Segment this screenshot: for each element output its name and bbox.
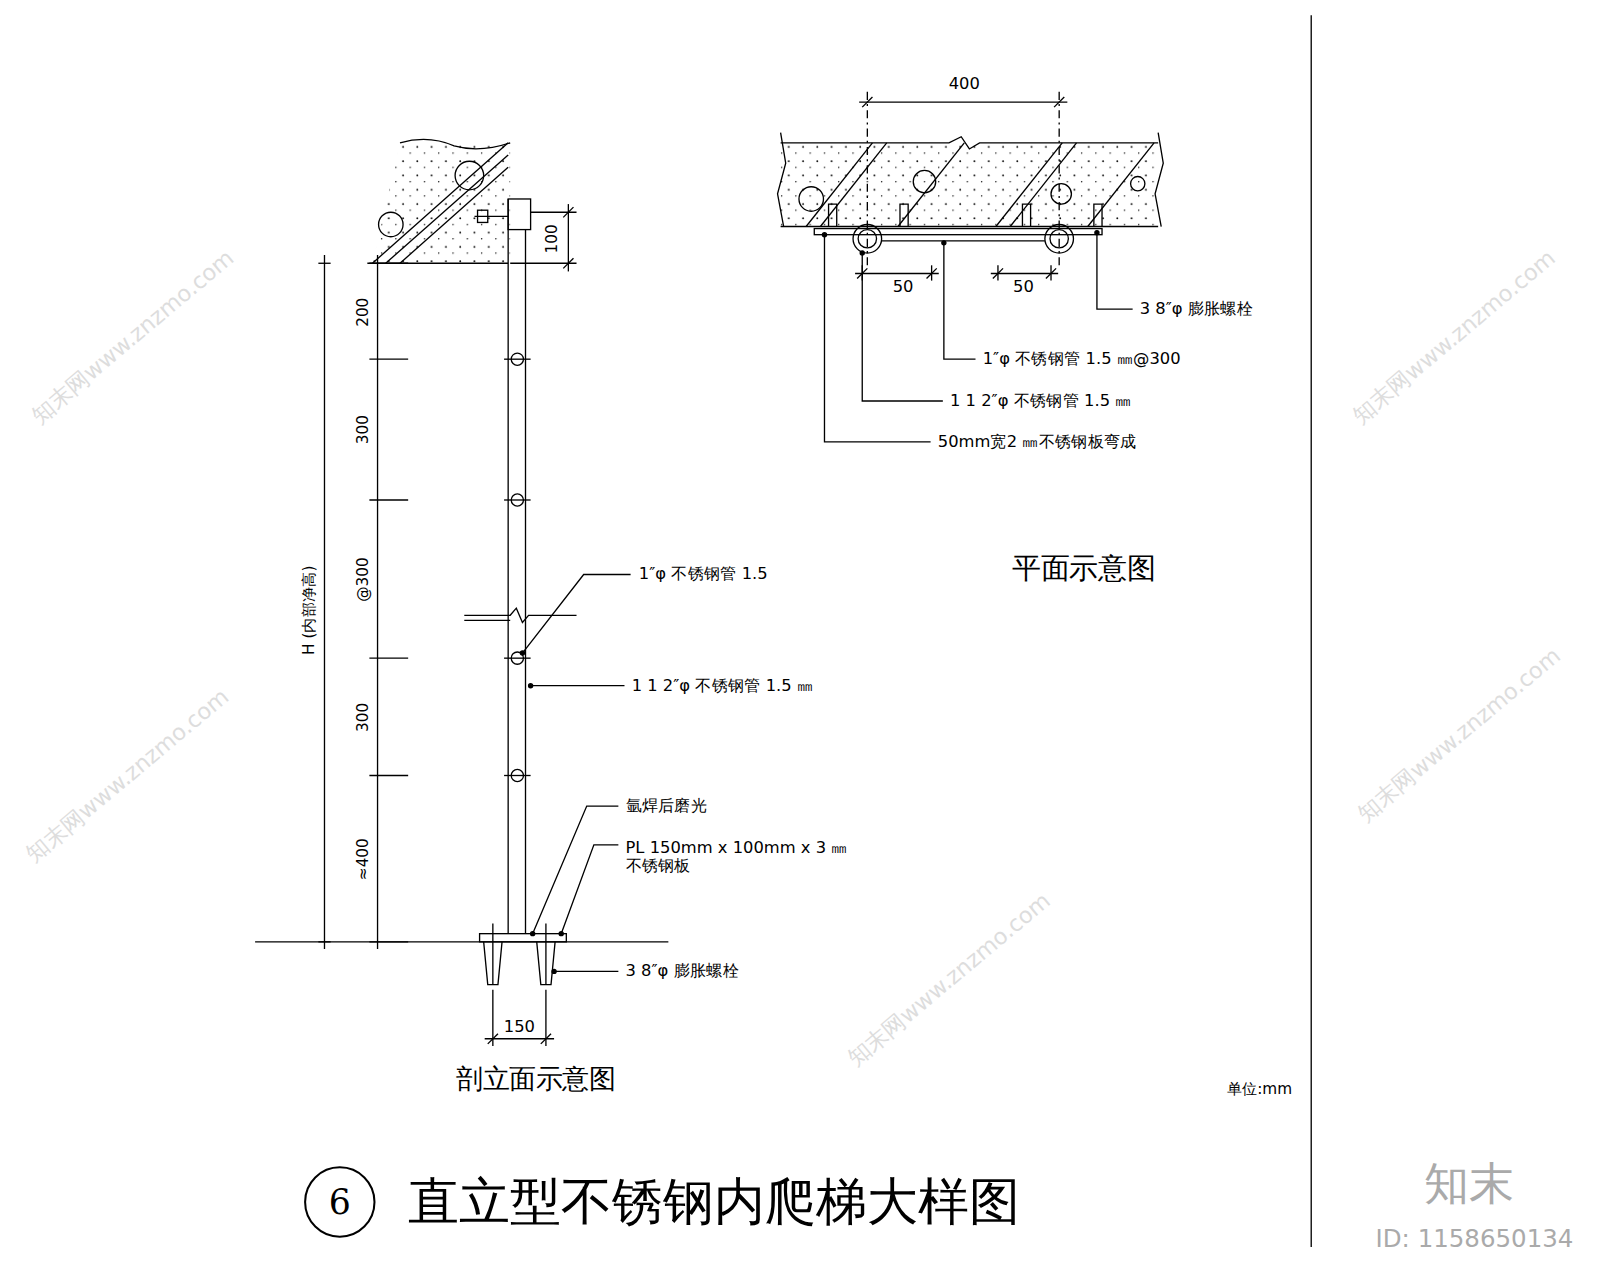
unit-note: 单位:mm: [1227, 1081, 1293, 1099]
callout-text: 3 8″φ 膨胀螺栓: [624, 962, 739, 981]
watermark: 知末网www.znzmo.com: [21, 683, 233, 867]
dimension: 300: [354, 702, 372, 733]
view-caption: 剖立面示意图: [456, 1064, 615, 1095]
callout-text: 1″φ 不锈钢管 1.5: [638, 565, 769, 584]
watermark: 知末网www.znzmo.com: [1348, 245, 1560, 429]
callout-text: 1″φ 不锈钢管 1.5 ㎜@300: [982, 350, 1182, 369]
dimension: 50: [892, 277, 915, 296]
watermark: 知末网www.znzmo.com: [843, 888, 1055, 1072]
dimension: ≈400: [354, 837, 372, 881]
dimension: 200: [354, 297, 372, 328]
watermark: 知末网www.znzmo.com: [1353, 643, 1565, 827]
dimension: 300: [354, 414, 372, 445]
watermark: 知末网www.znzmo.com: [26, 245, 238, 429]
callout-text: PL 150mm x 100mm x 3 ㎜ 不锈钢板: [624, 838, 853, 876]
view-caption: 平面示意图: [1012, 553, 1155, 586]
callout-text: 1 1 2″φ 不锈钢管 1.5 ㎜: [631, 676, 815, 695]
dimension: 150: [503, 1018, 536, 1037]
id-text: ID: 1158650134: [1376, 1226, 1574, 1254]
dimension: @300: [354, 556, 372, 603]
dimension: 50: [1012, 277, 1035, 296]
drawing-title: 直立型不锈钢内爬梯大样图: [408, 1173, 1020, 1232]
callout-text: 1 1 2″φ 不锈钢管 1.5 ㎜: [949, 392, 1133, 411]
callout-text: 氩焊后磨光: [624, 797, 708, 816]
dimension: 100: [543, 223, 561, 254]
logo-text: 知末: [1424, 1158, 1514, 1210]
callout-text: 3 8″φ 膨胀螺栓: [1139, 300, 1254, 319]
dimension: H (内部净高): [300, 564, 318, 656]
callout-circle: 6: [304, 1166, 375, 1237]
dimension: 400: [948, 74, 981, 93]
callout-number: 6: [329, 1182, 351, 1223]
callout-text: 50mm宽2 ㎜不锈钢板弯成: [937, 432, 1138, 451]
